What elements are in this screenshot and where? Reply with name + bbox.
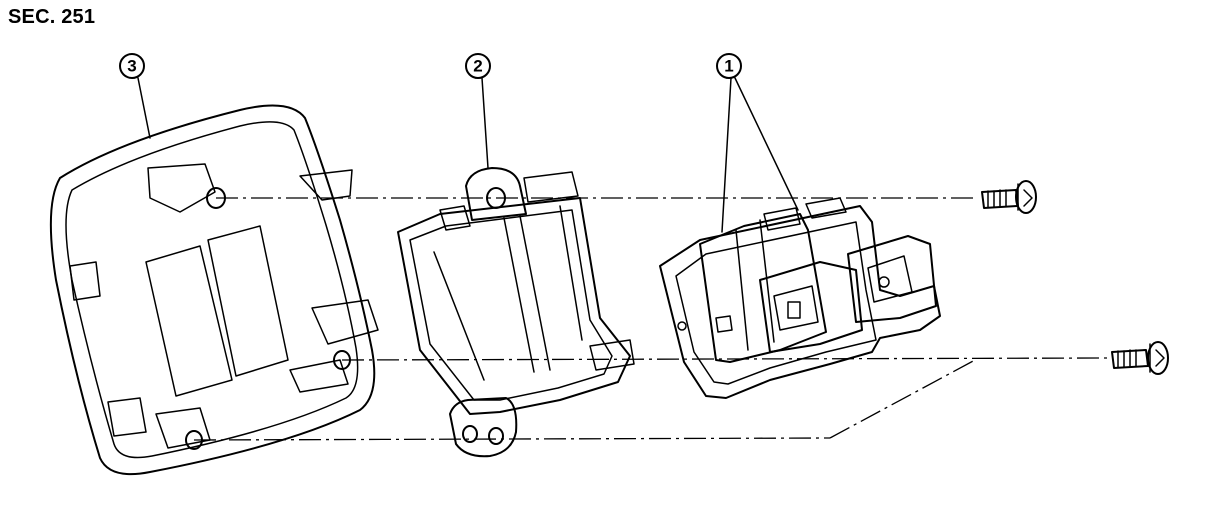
callout-2-label: 2 <box>473 57 482 76</box>
callout-2: 2 <box>465 53 491 169</box>
switch-assembly-icon <box>659 197 941 399</box>
callout-3: 3 <box>119 53 151 139</box>
callout-1: 1 <box>716 53 799 233</box>
assembly-lines <box>193 197 1109 441</box>
callout-3-label: 3 <box>127 57 136 76</box>
screw-icon <box>1111 341 1169 375</box>
finisher-panel-icon <box>49 104 379 476</box>
page-title: SEC. 251 <box>8 6 96 28</box>
screw-icon <box>981 180 1037 214</box>
callout-1-label: 1 <box>724 57 733 76</box>
bracket-icon <box>397 167 635 458</box>
